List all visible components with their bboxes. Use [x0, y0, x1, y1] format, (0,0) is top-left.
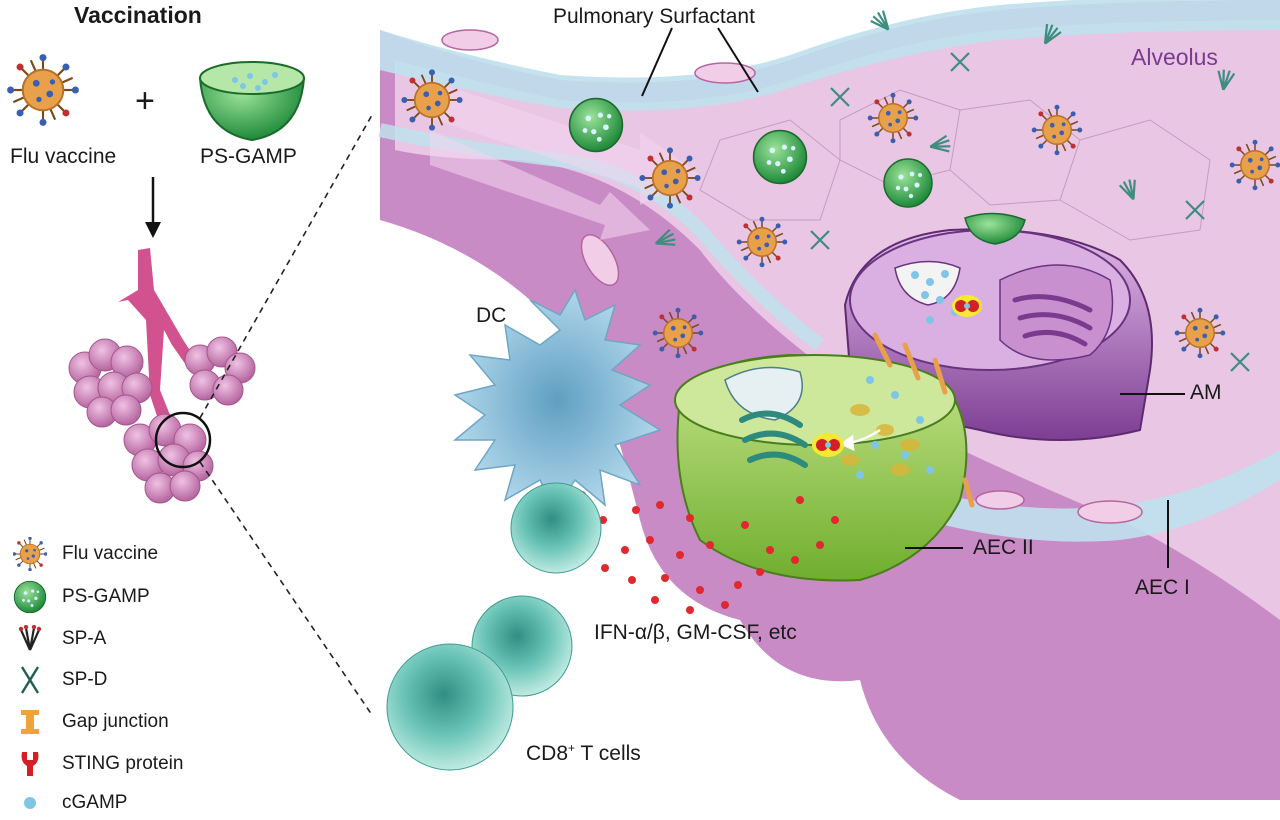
- legend-item-sting-protein: STING protein: [8, 747, 183, 781]
- alveolus-label: Alveolus: [1131, 44, 1218, 70]
- aec2-cell: [674, 295, 982, 582]
- ps-gamp-bowl-icon: [198, 61, 306, 142]
- legend-item-flu-vaccine: Flu vaccine: [8, 537, 158, 571]
- surfactant-layer: [380, 0, 1280, 111]
- zoom-lines: [199, 114, 373, 716]
- legend-item-cgamp: cGAMP: [8, 786, 127, 820]
- sp-d-icon: [8, 663, 52, 697]
- diagram-stage: Vaccination Flu vaccine + PS-GAMP Pulmon…: [6, 0, 1280, 813]
- flu-vaccine-label: Flu vaccine: [10, 145, 117, 168]
- flu-vaccine-icon: [6, 53, 80, 127]
- aec1-label: AEC I: [1135, 576, 1190, 599]
- sting-protein-cluster-am: [952, 295, 982, 317]
- leader-lines: [641, 27, 1185, 568]
- cgamp-icon: [8, 786, 52, 820]
- sting-protein-icon: [8, 747, 52, 781]
- green-sphere-icon: [8, 580, 52, 614]
- dc-label: DC: [476, 304, 507, 327]
- aec2-label: AEC II: [973, 536, 1034, 559]
- tcells-label: CD8+ T cells: [526, 741, 641, 765]
- sting-protein-cluster: [812, 433, 844, 457]
- page-title: Vaccination: [74, 2, 202, 28]
- virus-icon: [8, 537, 52, 571]
- down-arrow-icon: [145, 177, 161, 238]
- legend-item-sp-a: SP-A: [8, 622, 106, 656]
- t-cells: [386, 482, 602, 771]
- lung-icon: [68, 248, 256, 504]
- ps-gamp-label: PS-GAMP: [200, 145, 297, 168]
- dendritic-cell: [452, 288, 662, 512]
- sp-a-icon: [8, 622, 52, 656]
- cytokines-label: IFN-α/β, GM-CSF, etc: [594, 621, 797, 644]
- zoom-circle: [154, 411, 212, 469]
- legend-item-gap-junction: Gap junction: [8, 705, 169, 739]
- legend-item-ps-gamp: PS-GAMP: [8, 580, 150, 614]
- surfactant-label: Pulmonary Surfactant: [553, 5, 755, 28]
- gap-junction-icon: [8, 705, 52, 739]
- am-label: AM: [1190, 381, 1222, 404]
- diagram-svg: [6, 0, 1280, 800]
- plus-sign: +: [135, 82, 155, 120]
- legend-item-sp-d: SP-D: [8, 663, 107, 697]
- flow-arrows: [430, 80, 700, 240]
- gap-junctions: [872, 332, 975, 508]
